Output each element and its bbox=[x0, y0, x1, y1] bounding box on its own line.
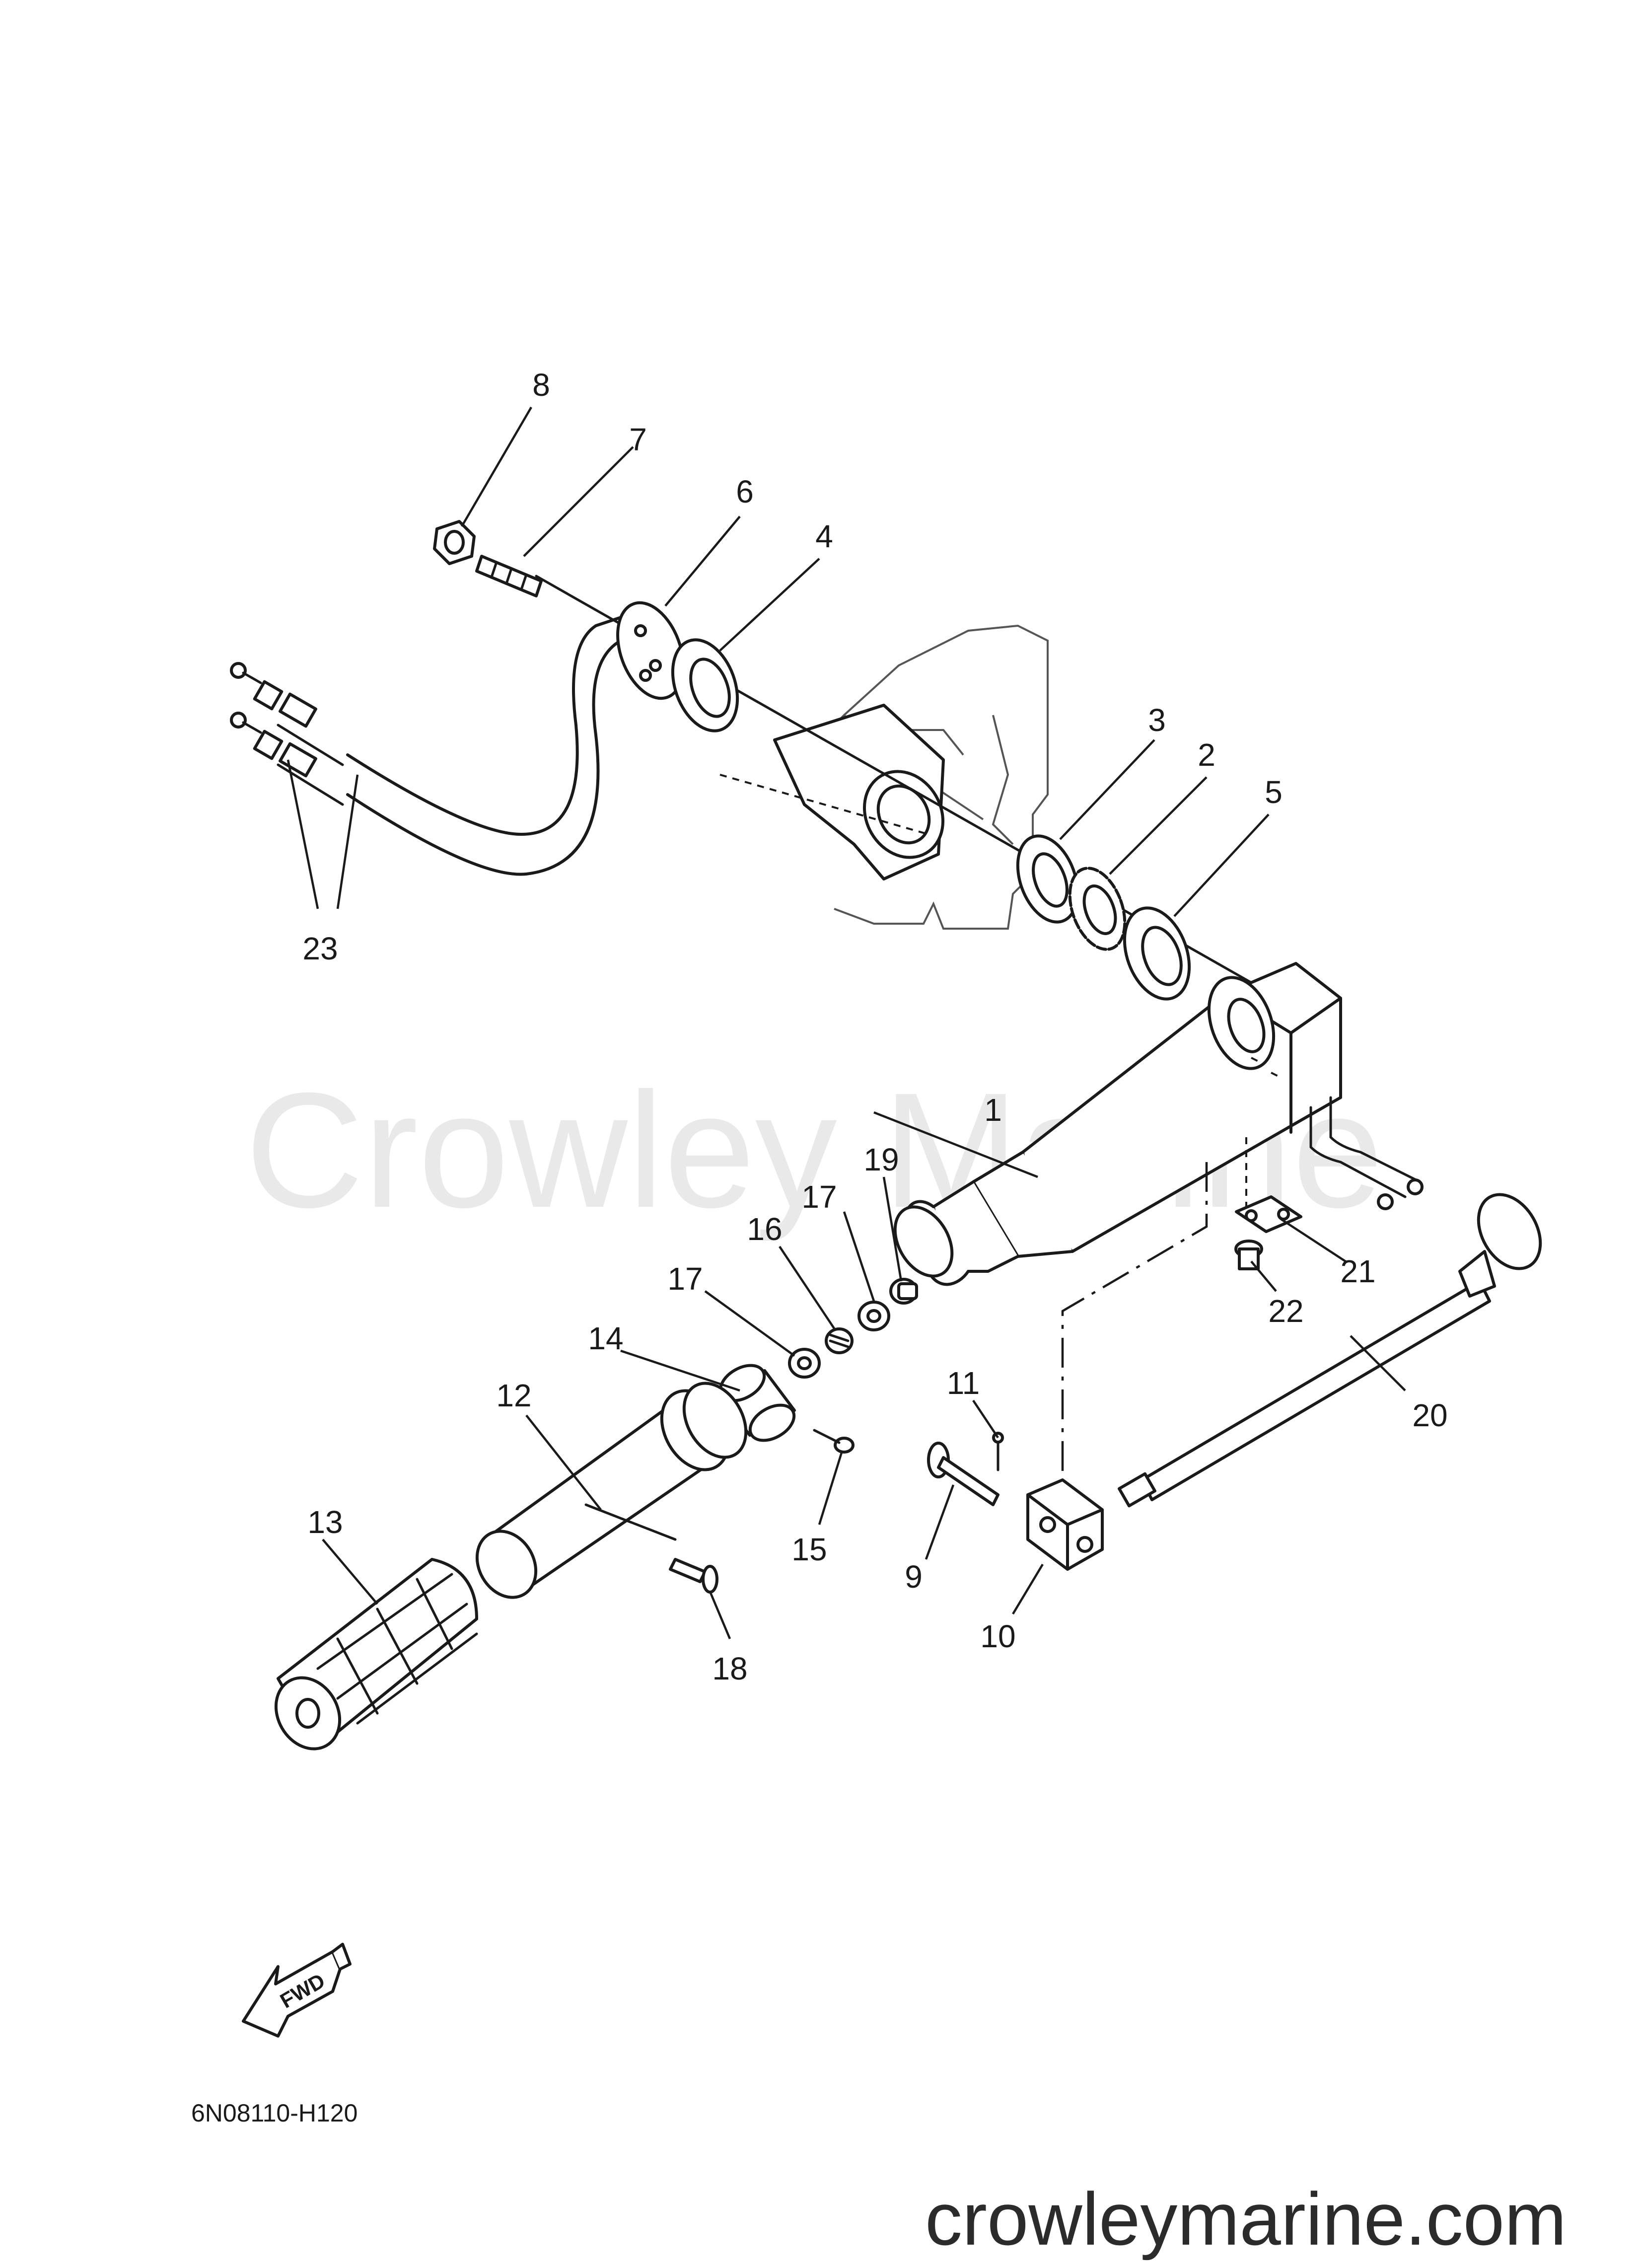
callout-11: 11 bbox=[947, 1365, 980, 1401]
part-2-wave-washer bbox=[1068, 867, 1127, 951]
callout-23: 23 bbox=[302, 931, 338, 966]
callout-21: 21 bbox=[1340, 1253, 1375, 1289]
callout-5: 5 bbox=[1265, 774, 1283, 810]
callout-20: 20 bbox=[1412, 1397, 1447, 1433]
callout-15: 15 bbox=[791, 1532, 827, 1567]
part-4-bushing bbox=[671, 638, 739, 732]
callout-17-upper: 17 bbox=[801, 1179, 837, 1215]
part-20-shaft bbox=[1118, 1193, 1542, 1508]
part-12-grip-core bbox=[475, 1382, 748, 1599]
callout-16: 16 bbox=[747, 1211, 782, 1247]
callout-labels: 1 2 3 4 5 6 7 8 9 10 11 12 13 14 15 16 1… bbox=[302, 367, 1447, 1686]
callout-10: 10 bbox=[980, 1618, 1015, 1654]
callout-14: 14 bbox=[588, 1320, 623, 1356]
callout-8: 8 bbox=[532, 367, 550, 403]
part-22-screw bbox=[1234, 1240, 1263, 1270]
callout-13: 13 bbox=[307, 1504, 343, 1540]
callout-19: 19 bbox=[863, 1142, 899, 1177]
callout-6: 6 bbox=[736, 474, 754, 510]
part-7-stud bbox=[475, 555, 543, 597]
part-1-steering-handle bbox=[893, 962, 1424, 1286]
part-10-block bbox=[1026, 1478, 1104, 1571]
callout-7: 7 bbox=[629, 422, 647, 457]
assembly-path-line bbox=[1061, 1162, 1208, 1480]
throttle-cables bbox=[230, 609, 642, 876]
part-15-screw bbox=[813, 1429, 855, 1454]
part-13-grip bbox=[274, 1558, 478, 1751]
part-16-spring bbox=[825, 1327, 854, 1354]
forward-direction-arrow: FWD bbox=[242, 1943, 352, 2038]
part-5-bushing bbox=[1123, 906, 1191, 1001]
leader-lines bbox=[286, 406, 1406, 1639]
website-footer: crowleymarine.com bbox=[925, 2177, 1567, 2261]
drawing-code: 6N08110-H120 bbox=[191, 2099, 357, 2127]
part-9-bolt bbox=[927, 1442, 999, 1506]
part-17-washer-lower bbox=[788, 1348, 821, 1379]
callout-9: 9 bbox=[905, 1559, 923, 1595]
part-6-plate bbox=[616, 601, 685, 700]
part-18-screw bbox=[669, 1558, 718, 1594]
callout-12: 12 bbox=[496, 1378, 531, 1413]
callout-1: 1 bbox=[984, 1092, 1002, 1128]
steering-bracket-tube bbox=[719, 704, 945, 880]
part-11-pin bbox=[992, 1432, 1004, 1471]
callout-18: 18 bbox=[712, 1651, 747, 1686]
part-8-nut bbox=[433, 520, 476, 565]
callout-22: 22 bbox=[1268, 1293, 1303, 1329]
callout-17-lower: 17 bbox=[667, 1261, 703, 1297]
callout-3: 3 bbox=[1148, 702, 1166, 738]
part-17-washer-upper bbox=[857, 1301, 890, 1331]
callout-2: 2 bbox=[1198, 737, 1215, 773]
part-19-spring bbox=[889, 1278, 918, 1305]
part-3-washer bbox=[1016, 834, 1079, 924]
callout-4: 4 bbox=[815, 518, 833, 554]
